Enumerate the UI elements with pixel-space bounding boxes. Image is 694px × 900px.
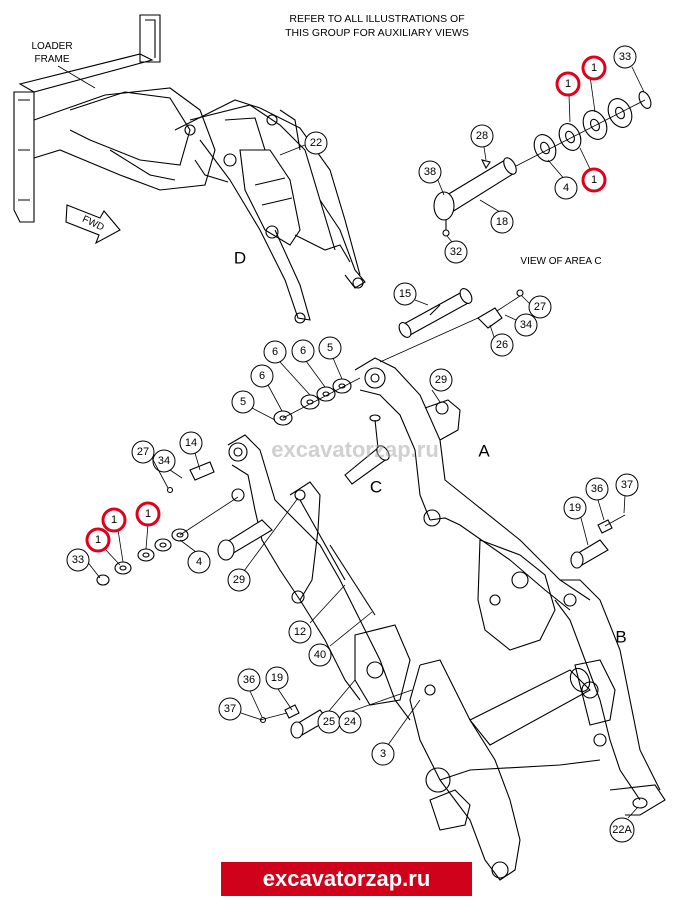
callout-3[interactable]	[371, 742, 395, 766]
loader-frame-label-1: LOADER	[31, 41, 72, 52]
callout-38[interactable]	[418, 160, 442, 184]
callout-15[interactable]	[393, 282, 417, 306]
callout-6-b[interactable]	[291, 339, 315, 363]
callout-34-left[interactable]	[152, 449, 176, 473]
loader-frame-label-2: FRAME	[35, 54, 70, 65]
callout-36-right[interactable]	[585, 477, 609, 501]
svg-text:14: 14	[185, 437, 197, 449]
area-c-view-drawing	[433, 91, 652, 237]
callout-37-right[interactable]	[615, 473, 639, 497]
svg-text:15: 15	[399, 288, 411, 300]
svg-text:18: 18	[496, 216, 508, 228]
svg-text:4: 4	[563, 182, 569, 194]
callout-40[interactable]	[308, 643, 332, 667]
svg-text:33: 33	[72, 554, 84, 566]
svg-text:1: 1	[591, 174, 597, 186]
view-of-area-c-label: VIEW OF AREA C	[520, 256, 601, 267]
callout-1-left-a[interactable]	[135, 501, 161, 527]
svg-text:32: 32	[450, 246, 462, 258]
svg-text:4: 4	[196, 556, 202, 568]
svg-text:40: 40	[314, 649, 326, 661]
callout-14[interactable]	[179, 431, 203, 455]
svg-text:1: 1	[591, 62, 597, 74]
svg-text:34: 34	[520, 319, 532, 331]
svg-text:1: 1	[145, 508, 151, 520]
svg-text:33: 33	[619, 51, 631, 63]
callout-37-left[interactable]	[218, 697, 242, 721]
callout-33-left[interactable]	[66, 548, 90, 572]
svg-text:24: 24	[344, 716, 356, 728]
svg-text:22A: 22A	[612, 824, 632, 836]
site-banner: excavatorzap.ru	[221, 862, 472, 896]
svg-text:12: 12	[294, 626, 306, 638]
area-b-label: B	[615, 628, 626, 647]
svg-text:28: 28	[476, 130, 488, 142]
callout-29-top[interactable]	[429, 368, 453, 392]
callout-1-top-a[interactable]	[581, 55, 607, 81]
callout-18[interactable]	[490, 210, 514, 234]
callout-33-top[interactable]	[613, 45, 637, 69]
svg-text:5: 5	[327, 342, 333, 354]
callout-1-left-b[interactable]	[101, 507, 127, 533]
svg-text:34: 34	[158, 455, 170, 467]
callout-4-left[interactable]	[187, 550, 211, 574]
svg-text:29: 29	[435, 374, 447, 386]
svg-text:27: 27	[534, 301, 546, 313]
header-line-1: REFER TO ALL ILLUSTRATIONS OF	[289, 13, 464, 25]
svg-text:19: 19	[569, 502, 581, 514]
svg-text:3: 3	[380, 748, 386, 760]
callout-12[interactable]	[288, 620, 312, 644]
svg-text:36: 36	[243, 674, 255, 686]
callout-24[interactable]	[338, 710, 362, 734]
callout-5-a[interactable]	[318, 336, 342, 360]
svg-text:1: 1	[565, 78, 571, 90]
area-c-label: C	[370, 478, 382, 497]
svg-text:6: 6	[259, 370, 265, 382]
svg-text:6: 6	[300, 345, 306, 357]
svg-text:1: 1	[111, 514, 117, 526]
callout-22a[interactable]	[609, 817, 635, 843]
svg-text:36: 36	[591, 483, 603, 495]
callout-1-top-b[interactable]	[555, 71, 581, 97]
callout-29-left[interactable]	[227, 568, 251, 592]
callout-28[interactable]	[470, 124, 494, 148]
callout-1-top-c[interactable]	[581, 167, 607, 193]
callout-36-left[interactable]	[237, 668, 261, 692]
bracket-14	[189, 461, 215, 481]
area-a-label: A	[478, 442, 490, 461]
fwd-arrow: FWD	[65, 204, 121, 245]
callout-19-right[interactable]	[563, 496, 587, 520]
svg-text:38: 38	[424, 166, 436, 178]
loader-frame-drawing	[13, 14, 366, 324]
callout-6-a[interactable]	[263, 340, 287, 364]
callout-32[interactable]	[444, 240, 468, 264]
callout-5-b[interactable]	[231, 390, 255, 414]
watermark: excavatorzap.ru	[271, 437, 439, 462]
callout-19-left[interactable]	[265, 666, 289, 690]
svg-text:27: 27	[137, 446, 149, 458]
svg-text:25: 25	[323, 716, 335, 728]
svg-text:1: 1	[95, 534, 101, 546]
svg-text:37: 37	[621, 479, 633, 491]
svg-text:29: 29	[233, 574, 245, 586]
lift-arm-drawing	[96, 288, 666, 881]
callout-26[interactable]	[490, 333, 514, 357]
callout-27-top[interactable]	[528, 295, 552, 319]
area-d-label: D	[234, 249, 246, 268]
svg-text:5: 5	[240, 396, 246, 408]
callout-6-c[interactable]	[250, 364, 274, 388]
svg-text:6: 6	[272, 346, 278, 358]
callout-34-top[interactable]	[514, 313, 538, 337]
loader-frame-leader	[57, 65, 96, 89]
header-line-2: THIS GROUP FOR AUXILIARY VIEWS	[285, 27, 469, 39]
callout-27-left[interactable]	[131, 440, 155, 464]
callout-1-left-c[interactable]	[85, 527, 111, 553]
svg-text:26: 26	[496, 339, 508, 351]
svg-text:37: 37	[224, 703, 236, 715]
svg-text:22: 22	[310, 137, 322, 149]
svg-text:19: 19	[271, 672, 283, 684]
callout-4-top[interactable]	[554, 176, 578, 200]
callout-22[interactable]	[304, 131, 328, 155]
